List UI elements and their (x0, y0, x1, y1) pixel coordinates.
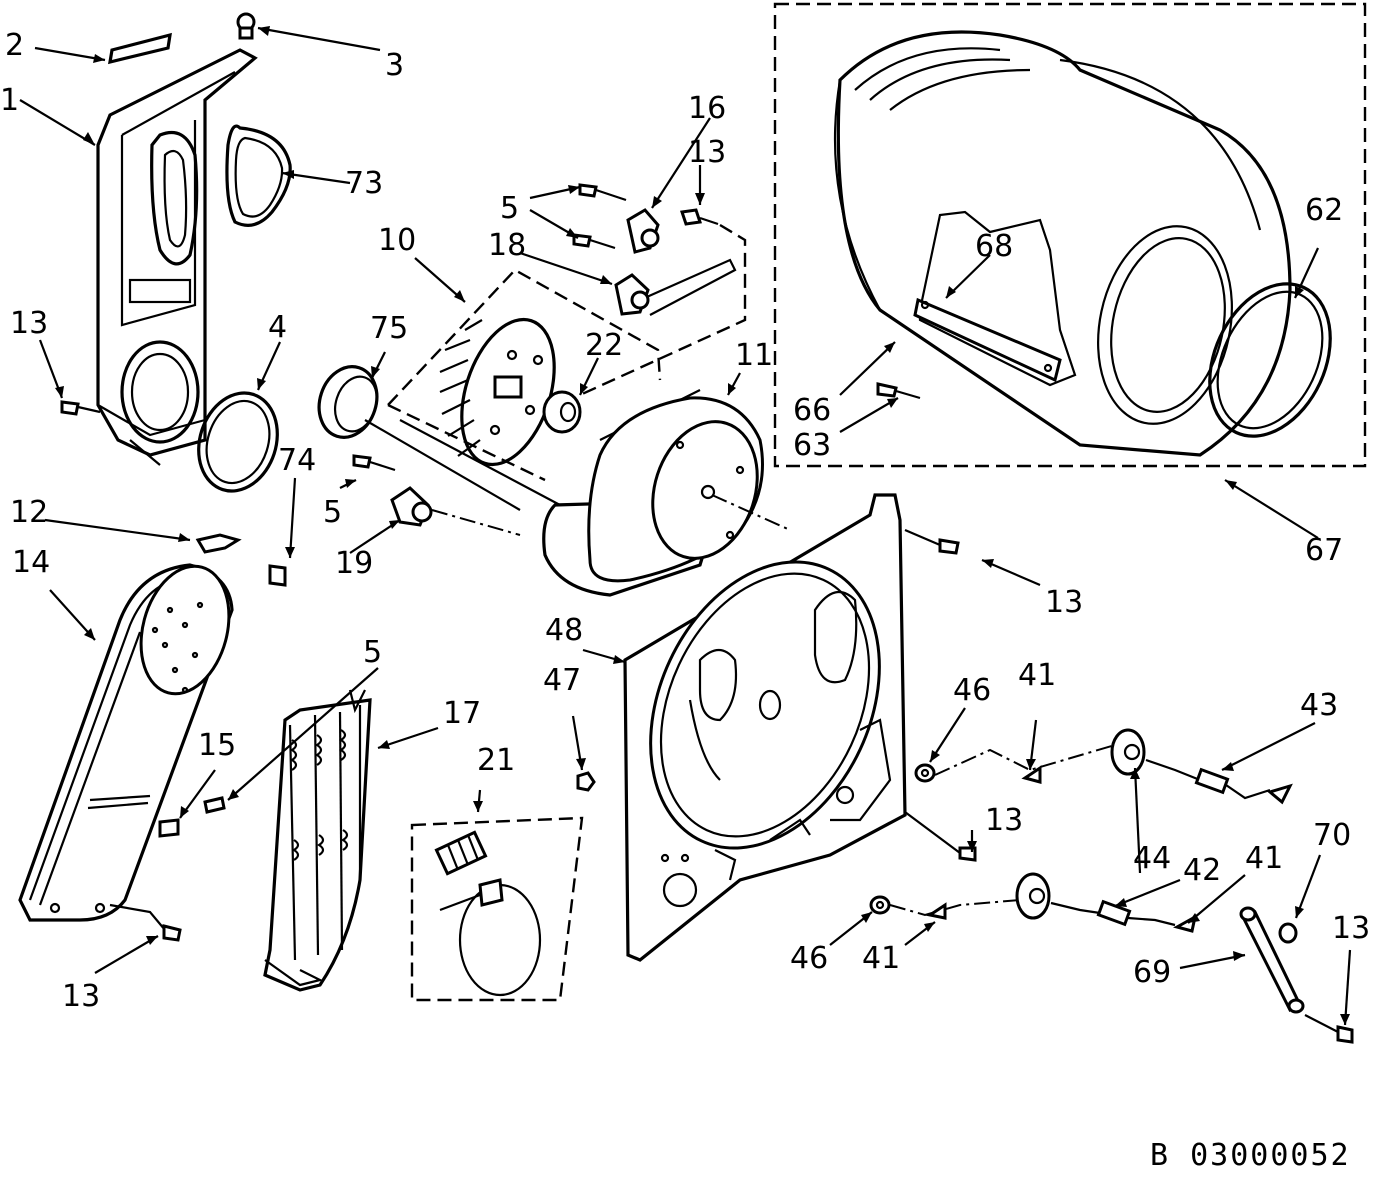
callout-43: 43 (1300, 688, 1338, 723)
callout-13: 13 (10, 306, 48, 341)
callout-48: 48 (545, 613, 583, 648)
callout-15: 15 (198, 728, 236, 763)
part-73-seal (225, 124, 292, 227)
callout-66: 66 (793, 393, 831, 428)
callout-44: 44 (1133, 841, 1171, 876)
callout-42: 42 (1183, 853, 1221, 888)
callout-5: 5 (323, 495, 342, 530)
part-4-seal (197, 391, 279, 493)
callout-41: 41 (1245, 841, 1283, 876)
callout-73: 73 (345, 166, 383, 201)
callout-69: 69 (1133, 955, 1171, 990)
callout-46: 46 (790, 941, 828, 976)
callout-62: 62 (1305, 193, 1343, 228)
callout-75: 75 (370, 311, 408, 346)
callout-5: 5 (363, 635, 382, 670)
callout-18: 18 (488, 228, 526, 263)
screws-5-switches (352, 183, 719, 472)
callout-12: 12 (10, 495, 48, 530)
callout-14: 14 (12, 545, 50, 580)
callout-74: 74 (278, 443, 316, 478)
callout-22: 22 (585, 328, 623, 363)
part-19-switch (390, 486, 521, 536)
arrow-heads (55, 26, 1350, 1025)
callout-13: 13 (1332, 911, 1370, 946)
rollers-and-washers (869, 728, 1354, 1044)
callout-10: 10 (378, 223, 416, 258)
callout-13: 13 (62, 979, 100, 1014)
callout-labels: 2 3 1 73 16 13 5 18 10 13 4 75 22 11 74 … (0, 28, 1370, 1014)
callout-2: 2 (5, 28, 24, 63)
callout-19: 19 (335, 546, 373, 581)
callout-5: 5 (500, 191, 519, 226)
callout-21: 21 (477, 743, 515, 778)
callout-63: 63 (793, 428, 831, 463)
callout-16: 16 (688, 91, 726, 126)
callout-17: 17 (443, 696, 481, 731)
part-10-blower-assembly (387, 268, 662, 482)
part-21-kit (410, 816, 584, 1002)
part-67-drum-group (773, 2, 1367, 468)
callout-41: 41 (862, 941, 900, 976)
callout-3: 3 (385, 48, 404, 83)
callout-13: 13 (985, 803, 1023, 838)
callout-11: 11 (735, 338, 773, 373)
part-18-switch (614, 273, 650, 316)
callout-13: 13 (688, 135, 726, 170)
callout-70: 70 (1313, 818, 1351, 853)
screw-13-left (60, 400, 101, 416)
part-17-heater (263, 689, 372, 992)
callout-1: 1 (0, 83, 19, 118)
callout-4: 4 (268, 310, 287, 345)
callout-41: 41 (1018, 658, 1056, 693)
part-16-switch (626, 208, 660, 254)
callout-13: 13 (1045, 585, 1083, 620)
callout-67: 67 (1305, 533, 1343, 568)
part-75-seal (317, 365, 379, 439)
part-62-drum-seal (1208, 282, 1332, 438)
part-1-front-panel (96, 12, 258, 466)
part-14-belt-duct (18, 533, 287, 942)
part-11-motor (542, 396, 791, 597)
callout-47: 47 (543, 663, 581, 698)
callout-68: 68 (975, 229, 1013, 264)
part-22-bushing (542, 390, 582, 434)
diagram-code: B 03000052 (1150, 1138, 1351, 1172)
callout-46: 46 (953, 673, 991, 708)
part-48-rear-bulkhead (576, 493, 977, 962)
